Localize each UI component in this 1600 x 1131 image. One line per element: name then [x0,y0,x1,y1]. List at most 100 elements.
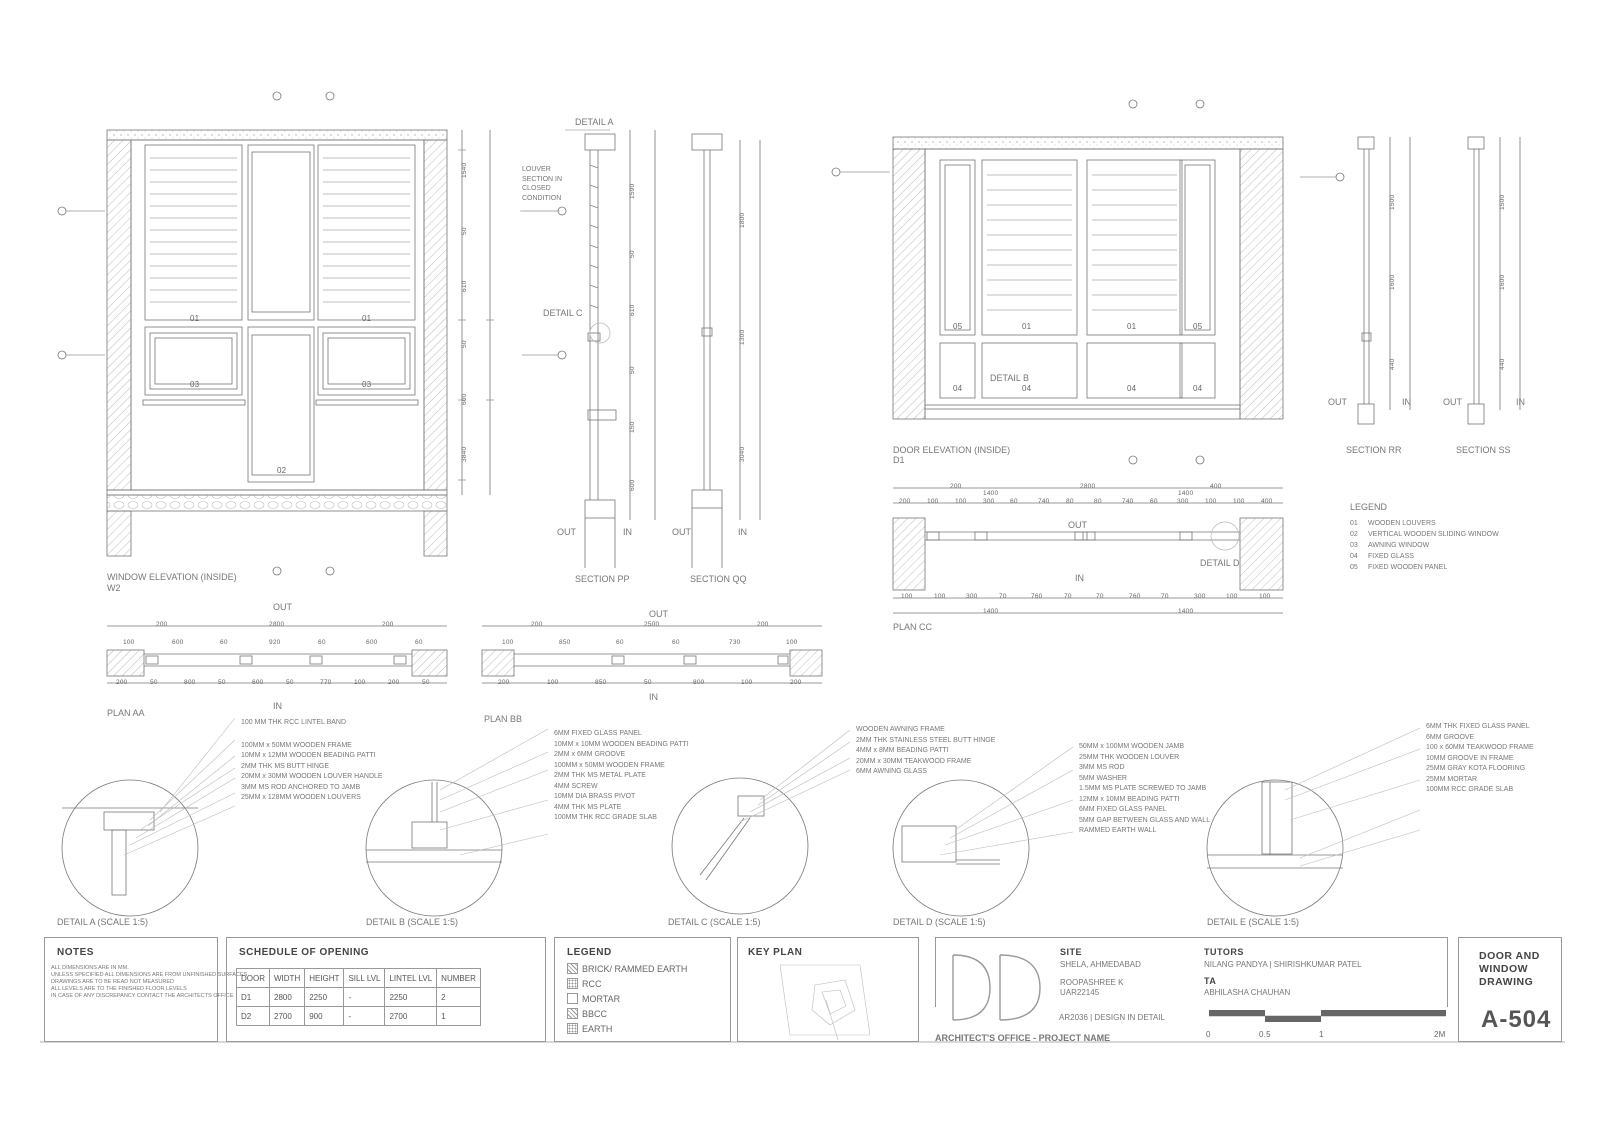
material-brick: BRICK/ RAMMED EARTH [567,963,687,974]
dim-label: 200 [388,679,400,686]
detail-note: 100MM THK RCC GRADE SLAB [554,814,657,821]
detail-note: 100MM x 50MM WOODEN FRAME [241,741,352,749]
window-elevation-title: WINDOW ELEVATION (INSIDE) [107,572,237,582]
legend-label: FIXED WOODEN PANEL [1368,564,1448,571]
section-qq-drawing [691,133,761,568]
detail-title: DETAIL B (SCALE 1:5) [366,917,459,927]
door-elevation-title: DOOR ELEVATION (INSIDE) [893,445,1011,455]
detail-d-callout: DETAIL D [1200,558,1240,568]
schedule-header: DOOR [236,968,270,988]
dim-label: 100 [1226,593,1238,600]
plan-aa-in: IN [273,701,282,711]
dim-label: 1500 [1389,194,1396,210]
detail-note: 2MM THK MS METAL PLATE [554,772,646,779]
detail-note: 6MM FIXED GLASS PANEL [554,730,642,737]
component-legend-title: LEGEND [1350,502,1388,512]
section-qq-in: IN [738,527,747,537]
detail-note: 25MM x 128MM WOODEN LOUVERS [241,794,361,801]
detail-note: 3MM MS ROD [1079,764,1125,771]
window-tag: 01 [190,314,200,323]
detail-note: 100 x 60MM TEAKWOOD FRAME [1426,744,1534,751]
materials-legend-title: LEGEND [567,947,612,958]
notes-line: IN CASE OF ANY DISCREPANCY CONTACT THE A… [51,993,234,999]
dim-label: 200 [531,621,543,628]
detail-note: 2MM THK MS BUTT HINGE [241,762,330,770]
dim-label: 1300 [739,329,746,345]
window-tag: 03 [362,380,372,389]
mortar-swatch-icon [567,993,578,1004]
detail-note: 4MM x 8MM BEADING PATTI [856,747,949,754]
schedule-cell: 2800 [268,987,306,1007]
section-pp-drawing [520,129,656,568]
schedule-title: SCHEDULE OF OPENING [239,947,370,958]
detail-note: 10MM x 10MM WOODEN BEADING PATTI [554,740,689,748]
dim-label: 50 [461,227,468,235]
detail-note: 6MM FIXED GLASS PANEL [1079,806,1167,813]
detail-note: 6MM AWNING GLASS [856,768,927,775]
detail-title: DETAIL C (SCALE 1:5) [668,917,761,927]
door-tag: 04 [953,384,963,393]
section-pp-title: SECTION PP [575,574,630,584]
louver-note: LOUVER SECTION IN CLOSED CONDITION [522,166,563,202]
dim-label: 300 [983,498,995,505]
plan-bb-in: IN [649,692,658,702]
legend-label: VERTICAL WOODEN SLIDING WINDOW [1368,531,1499,538]
dim-label: 1400 [1178,490,1194,497]
dim-label: 50 [218,679,226,686]
project-info-panel: SITE SHELA, AHMEDABAD ROOPASHREE K UAR22… [935,937,1448,1007]
dim-label: 100 [502,639,514,646]
dim-label: 1600 [1389,274,1396,290]
section-qq-title: SECTION QQ [690,574,747,584]
window-tag: 01 [362,314,372,323]
plan-aa-drawing [106,625,448,684]
schedule-cell: - [343,987,386,1007]
section-rr-ss-drawing [1357,136,1521,425]
door-tag: 04 [1127,384,1137,393]
dim-label: 3840 [461,446,468,462]
schedule-row: D1 2800 2250 - 2250 2 [236,987,481,1007]
dim-label: 740 [1122,498,1134,505]
dim-label: 200 [950,483,962,490]
detail-title: DETAIL D (SCALE 1:5) [893,917,986,927]
plan-bb-title: PLAN BB [484,714,523,724]
dim-label: 760 [1031,593,1043,600]
legend-code: 02 [1350,531,1358,538]
schedule-header: WIDTH [268,968,306,988]
student-name: ROOPASHREE K [1060,978,1124,987]
detail-note: 2MM THK STAINLESS STEEL BUTT HINGE [856,736,996,744]
dim-label: 1600 [1499,274,1506,290]
section-rr-out: OUT [1328,397,1347,407]
material-mortar: MORTAR [567,993,620,1004]
dim-label: 1400 [1178,608,1194,615]
dim-label: 60 [672,639,680,646]
plan-aa-out: OUT [273,602,292,612]
dim-label: 70 [1161,593,1169,600]
dim-label: 600 [252,679,264,686]
detail-note: 25MM GRAY KOTA FLOORING [1426,765,1526,772]
dim-label: 200 [498,679,510,686]
dim-label: 200 [790,679,802,686]
dim-label: 50 [629,250,636,258]
ta-label: TA [1204,976,1217,986]
detail-note: 50MM x 100MM WOODEN JAMB [1079,743,1185,750]
dim-label: 60 [1150,498,1158,505]
door-tag: 05 [953,322,963,331]
detail-note: 4MM THK MS PLATE [554,803,622,811]
scale-label: 0 [1206,1030,1211,1039]
detail-note: 1.5MM MS PLATE SCREWED TO JAMB [1079,785,1207,792]
schedule-header-row: DOOR WIDTH HEIGHT SILL LVL LINTEL LVL NU… [236,968,481,988]
section-ss-out: OUT [1443,397,1462,407]
sheet-number: A-504 [1481,1006,1552,1033]
material-bbcc: BBCC [567,1008,607,1019]
dim-label: 50 [286,679,294,686]
door-tag: 01 [1127,322,1137,331]
site-value: SHELA, AHMEDABAD [1060,960,1141,969]
detail-note: 10MM x 12MM WOODEN BEADING PATTI [241,752,376,759]
schedule-cell: 2250 [384,987,438,1007]
detail-note: 25MM MORTAR [1426,775,1478,783]
dim-label: 200 [382,621,394,628]
section-ss-title: SECTION SS [1456,445,1511,455]
door-elevation-sub: D1 [893,455,905,465]
door-tag: 01 [1022,322,1032,331]
